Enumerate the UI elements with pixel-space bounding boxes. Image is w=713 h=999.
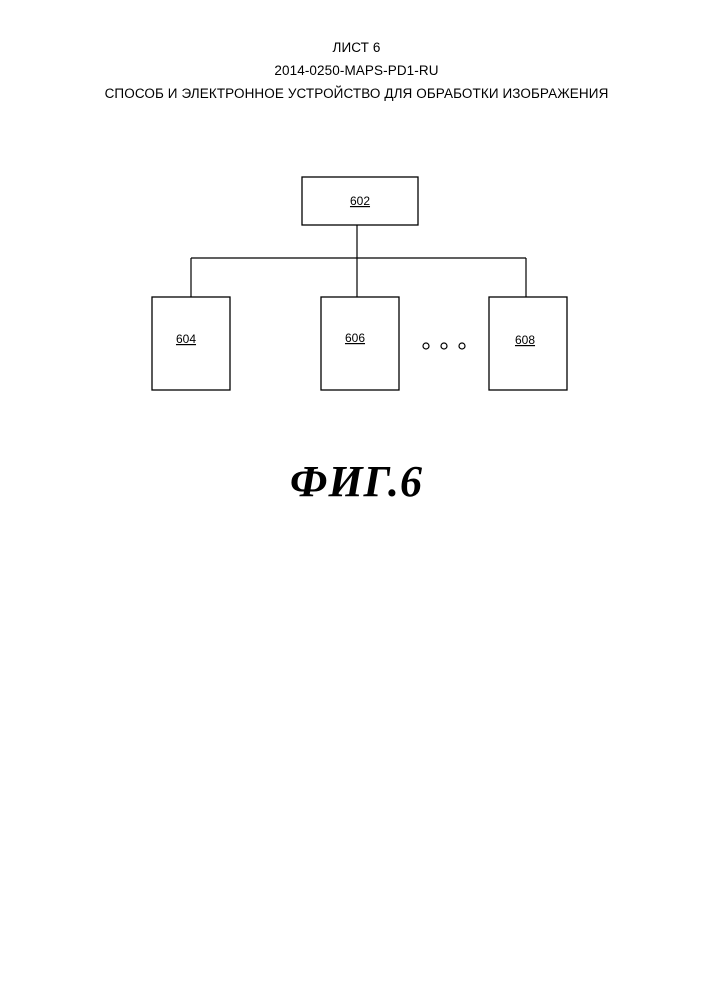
connector-lines	[191, 225, 526, 297]
node-604: 604	[152, 297, 230, 390]
node-606: 606	[321, 297, 399, 390]
node-606-label: 606	[345, 331, 365, 345]
node-602: 602	[302, 177, 418, 225]
node-604-label: 604	[176, 332, 196, 346]
ellipsis-dot-1	[423, 343, 429, 349]
figure-label: ФИГ.6	[0, 456, 713, 507]
ellipsis-icon	[423, 343, 465, 349]
node-602-label: 602	[350, 194, 370, 208]
ellipsis-dot-3	[459, 343, 465, 349]
node-608: 608	[489, 297, 567, 390]
ellipsis-dot-2	[441, 343, 447, 349]
node-608-label: 608	[515, 333, 535, 347]
